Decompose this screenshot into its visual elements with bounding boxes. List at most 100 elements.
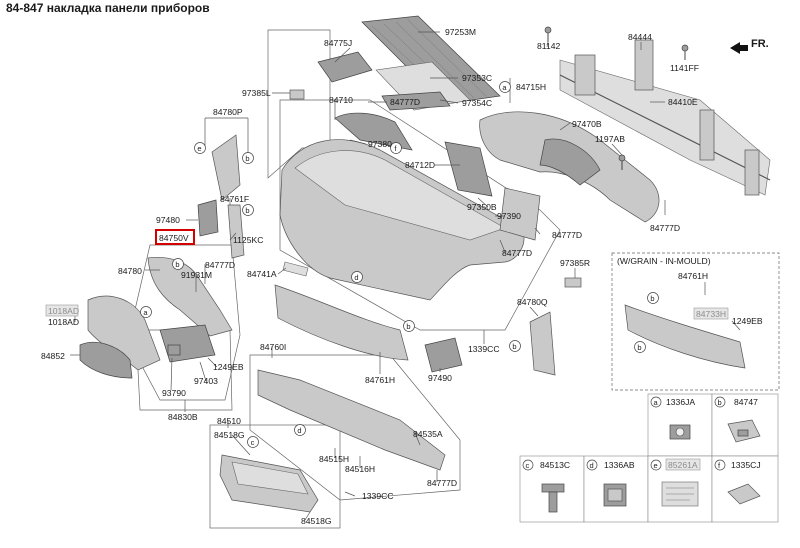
label-84410e: 84410E xyxy=(668,97,698,107)
svg-text:e: e xyxy=(197,144,201,153)
glovebox-lid-face xyxy=(231,461,309,495)
label-97385l: 97385L xyxy=(242,88,271,98)
svg-text:b: b xyxy=(718,398,722,407)
label-84780q: 84780Q xyxy=(517,297,548,307)
bolt-1141ff xyxy=(681,44,689,60)
label-1197ab: 1197AB xyxy=(595,134,625,144)
legend-header-b: b 84747 xyxy=(714,396,758,408)
label-1018ad: 1018AD xyxy=(48,317,79,327)
label-84780p: 84780P xyxy=(213,107,243,117)
label-97350b: 97350B xyxy=(467,202,497,212)
svg-text:a: a xyxy=(143,308,148,317)
label-84777d-left: 84777D xyxy=(205,260,235,270)
label-97403: 97403 xyxy=(194,376,218,386)
callout-b-garnish: b xyxy=(403,320,415,332)
label-84510: 84510 xyxy=(217,416,241,426)
cluster-housing-part xyxy=(147,256,233,337)
svg-text:b: b xyxy=(245,206,249,215)
svg-text:b: b xyxy=(245,154,249,163)
grain-box-title: (W/GRAIN - IN-MOULD) xyxy=(617,256,711,266)
svg-text:a: a xyxy=(502,83,507,92)
label-84750v[interactable]: 84750V xyxy=(159,233,189,243)
label-84775j: 84775J xyxy=(324,38,352,48)
lower-cover-84852 xyxy=(79,341,133,379)
selected-part-highlight xyxy=(155,229,195,245)
switch-panel-97403 xyxy=(159,324,216,363)
glovebox-detail-frame xyxy=(209,424,341,529)
callout-b-left: b xyxy=(242,152,254,164)
switch-93790 xyxy=(167,344,181,356)
label-84710: 84710 xyxy=(329,95,353,105)
left-vent-97480 xyxy=(197,199,219,237)
svg-text:85261A: 85261A xyxy=(668,460,698,470)
cluster-fascia-part xyxy=(87,295,161,371)
glovebox-housing-84760i xyxy=(257,369,446,471)
legend-table: a 1336JA b 84747 c 84513C d 1336AB e 852… xyxy=(519,393,779,523)
label-84830b: 84830B xyxy=(168,412,198,422)
label-84780: 84780 xyxy=(118,266,142,276)
label-84516h: 84516H xyxy=(345,464,375,474)
center-duct-part xyxy=(444,141,493,197)
clip-97385r-part xyxy=(564,277,582,288)
svg-text:b: b xyxy=(637,343,641,352)
side-vent-part xyxy=(317,51,373,83)
label-84852: 84852 xyxy=(41,351,65,361)
svg-text:d: d xyxy=(590,461,594,470)
svg-text:1336AB: 1336AB xyxy=(604,460,635,470)
grain-garnish-84761h xyxy=(624,304,746,369)
label-1249eb-left: 1249EB xyxy=(213,362,244,372)
legend-header-f: f 1335CJ xyxy=(714,459,761,471)
label-1141ff: 1141FF xyxy=(670,63,699,73)
left-end-cap-part xyxy=(211,134,241,201)
callout-c-glovebox: c xyxy=(247,436,259,448)
label-91931m: 91931M xyxy=(181,270,212,280)
callout-a-left: a xyxy=(140,306,152,318)
fastener-1336ja-icon xyxy=(669,424,691,440)
callout-f-center: f xyxy=(390,142,402,154)
label-1018ad-greyed: 1018AD xyxy=(48,306,79,316)
label-box-1018ad-greyed xyxy=(45,304,79,317)
svg-text:1335CJ: 1335CJ xyxy=(731,460,761,470)
label-1249eb-box: 1249EB xyxy=(732,316,763,326)
crash-pad-top-surface xyxy=(294,150,506,241)
label-box-84733h-greyed xyxy=(693,307,729,320)
label-1339cc-bottom: 1339CC xyxy=(362,491,394,501)
label-84777d-top: 84777D xyxy=(390,97,420,107)
label-97390: 97390 xyxy=(497,211,521,221)
grain-variant-frame xyxy=(611,252,780,391)
callout-b-endpanel: b xyxy=(509,340,521,352)
label-84777d-mid: 84777D xyxy=(552,230,582,240)
label-97480: 97480 xyxy=(156,215,180,225)
page-title: 84-847 накладка панели приборов xyxy=(6,1,210,15)
legend-header-a: a 1336JA xyxy=(650,396,695,408)
label-81142: 81142 xyxy=(537,41,560,51)
label-84712d: 84712D xyxy=(405,160,435,170)
bracket-84741a-part xyxy=(282,261,309,277)
callout-d-center: d xyxy=(351,271,363,283)
legend-header-e: e 85261A xyxy=(650,458,701,471)
vent-97490 xyxy=(424,337,463,373)
callout-e-left: e xyxy=(194,142,206,154)
svg-text:e: e xyxy=(654,461,658,470)
lower-garnish-84761h xyxy=(274,284,409,361)
label-84515h: 84515H xyxy=(319,454,349,464)
label-84760i: 84760I xyxy=(260,342,286,352)
left-garnish-84761f xyxy=(227,204,245,259)
svg-text:84513C: 84513C xyxy=(540,460,570,470)
label-84518g-bottom: 84518G xyxy=(301,516,332,526)
label-84777d-low: 84777D xyxy=(502,248,532,258)
fastener-84513c-icon xyxy=(541,483,565,513)
svg-text:b: b xyxy=(650,294,654,303)
label-84777d-bottom: 84777D xyxy=(427,478,457,488)
svg-text:f: f xyxy=(718,461,721,470)
legend-header-d: d 1336AB xyxy=(586,459,635,471)
label-93790: 93790 xyxy=(162,388,186,398)
cowl-cross-bar-part xyxy=(559,39,771,196)
callout-d-glovebox: d xyxy=(294,424,306,436)
label-sticker-85261a-icon xyxy=(661,481,699,507)
label-97470b: 97470B xyxy=(572,119,602,129)
label-97385r: 97385R xyxy=(560,258,590,268)
label-84733h: 84733H xyxy=(696,309,726,319)
label-84518g-top: 84518G xyxy=(214,430,245,440)
